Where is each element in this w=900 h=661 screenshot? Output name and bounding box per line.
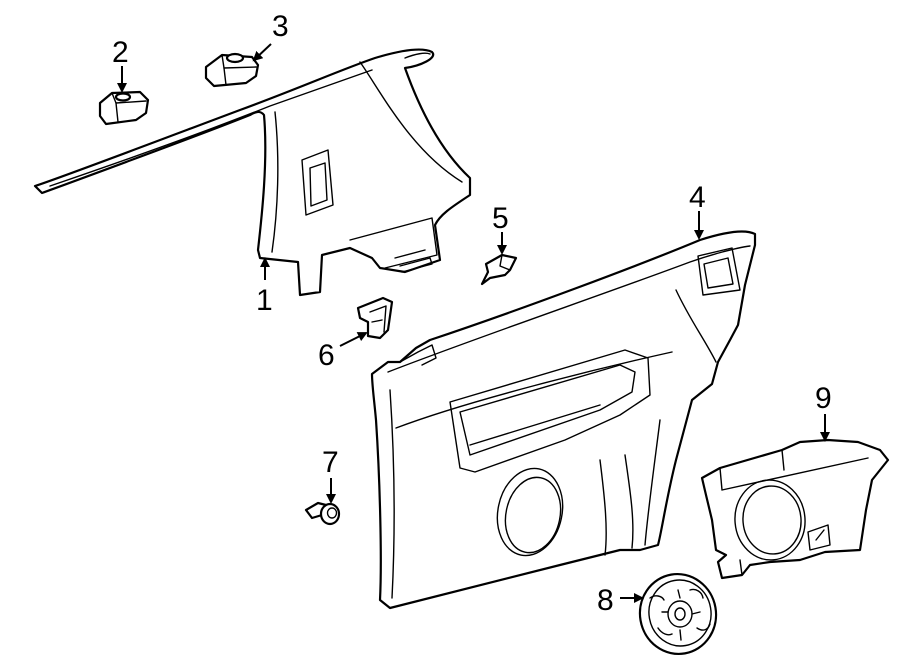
callout-1: 1 (256, 284, 273, 317)
callout-9: 9 (815, 382, 832, 415)
part-6-bracket (356, 296, 394, 340)
callout-5: 5 (492, 202, 509, 235)
leader-6 (339, 332, 368, 347)
callout-2: 2 (112, 36, 129, 69)
callout-8: 8 (597, 584, 614, 617)
part-1-quarter-trim-panel (33, 48, 472, 297)
callout-3: 3 (272, 10, 289, 43)
part-2-clip (98, 90, 150, 126)
leader-lines (117, 43, 830, 603)
part-8-speaker-grille (638, 572, 718, 656)
callout-labels: 1 2 3 4 5 6 7 8 9 (112, 10, 832, 617)
callout-7: 7 (322, 446, 339, 479)
callout-6: 6 (318, 339, 335, 372)
callout-4: 4 (689, 181, 706, 214)
part-4-door-trim-panel (370, 230, 757, 610)
part-7-push-retainer (304, 501, 341, 526)
leader-3 (252, 43, 272, 62)
part-9-speaker-housing (700, 438, 890, 580)
part-5-clip (480, 253, 518, 286)
part-3-clip (204, 52, 260, 88)
